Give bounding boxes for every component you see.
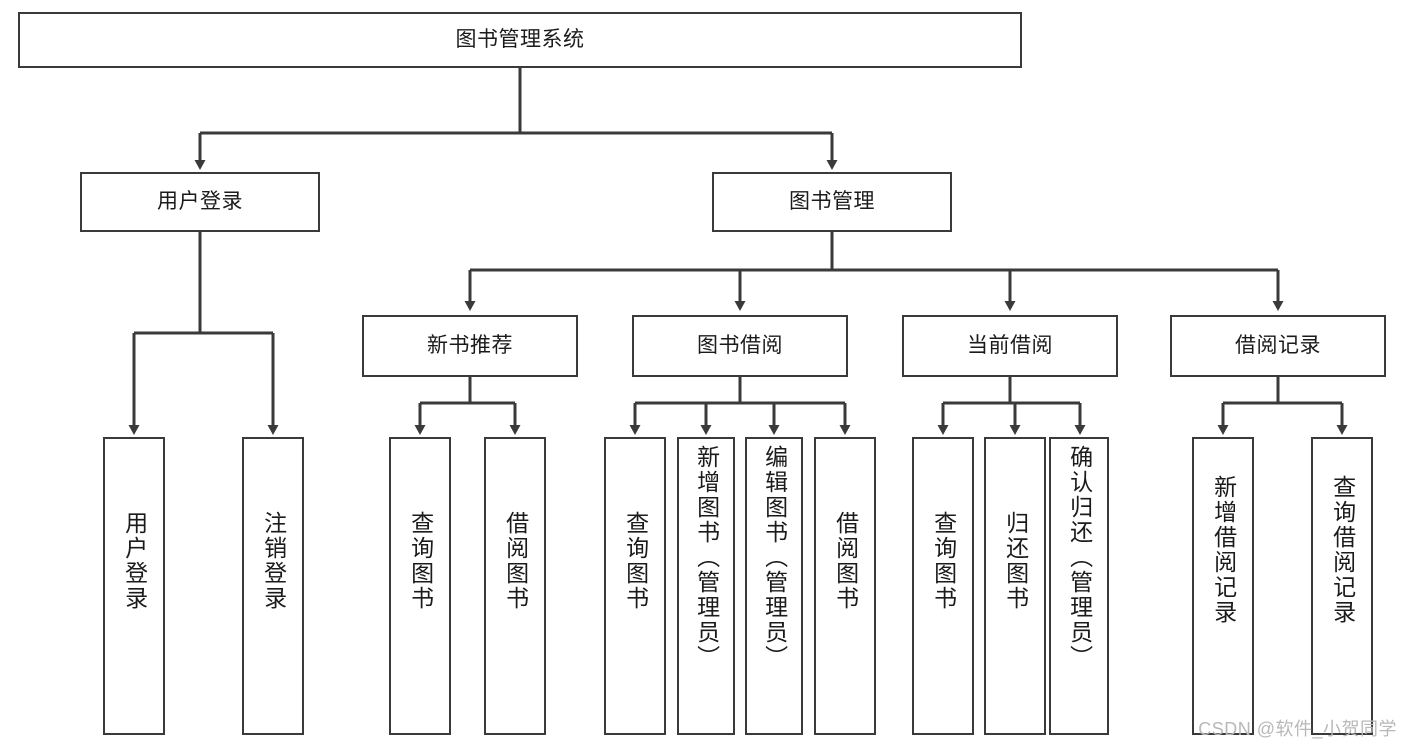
node-label: 图书管理 [789,189,875,213]
leaf-borrow-record-add-record[interactable]: 新增借阅记录 [1192,437,1254,735]
node-label: 借阅图书 [502,511,529,611]
node-label: 借阅图书 [832,511,859,611]
leaf-new-book-query-book[interactable]: 查询图书 [389,437,451,735]
node-book-management[interactable]: 图书管理 [712,172,952,232]
node-book-borrow[interactable]: 图书借阅 [632,315,848,377]
node-label: 查询图书 [407,511,434,611]
leaf-current-borrow-query-book[interactable]: 查询图书 [912,437,974,735]
node-current-borrow[interactable]: 当前借阅 [902,315,1118,377]
node-label: 归还图书 [1002,511,1029,611]
node-label: 借阅记录 [1235,333,1321,357]
node-label: 注销登录 [260,511,287,611]
leaf-current-borrow-confirm-return-admin[interactable]: 确认归还（管理员） [1049,437,1109,735]
node-label: 编辑图书（管理员） [761,445,788,670]
node-new-book-recommend[interactable]: 新书推荐 [362,315,578,377]
leaf-book-borrow-borrow-book[interactable]: 借阅图书 [814,437,876,735]
node-label: 新书推荐 [427,333,513,357]
node-root-book-management-system[interactable]: 图书管理系统 [18,12,1022,68]
node-label: 用户登录 [121,511,148,611]
node-label: 新增借阅记录 [1210,475,1237,625]
node-label: 新增图书（管理员） [693,445,720,670]
csdn-watermark: CSDN @软件_小贺同学 [1198,719,1397,739]
leaf-book-borrow-edit-book-admin[interactable]: 编辑图书（管理员） [745,437,803,735]
node-label: 查询借阅记录 [1329,475,1356,625]
leaf-user-login-login[interactable]: 用户登录 [103,437,165,735]
node-user-login[interactable]: 用户登录 [80,172,320,232]
leaf-borrow-record-query-record[interactable]: 查询借阅记录 [1311,437,1373,735]
leaf-user-login-logout[interactable]: 注销登录 [242,437,304,735]
node-borrow-record[interactable]: 借阅记录 [1170,315,1386,377]
node-label: 当前借阅 [967,333,1053,357]
leaf-book-borrow-query-book[interactable]: 查询图书 [604,437,666,735]
node-label: 用户登录 [157,189,243,213]
node-label: 图书借阅 [697,333,783,357]
node-label: 查询图书 [622,511,649,611]
node-label: 确认归还（管理员） [1066,445,1093,670]
node-label: 图书管理系统 [455,27,585,51]
leaf-new-book-borrow-book[interactable]: 借阅图书 [484,437,546,735]
leaf-book-borrow-add-book-admin[interactable]: 新增图书（管理员） [677,437,735,735]
node-label: 查询图书 [930,511,957,611]
leaf-current-borrow-return-book[interactable]: 归还图书 [984,437,1046,735]
